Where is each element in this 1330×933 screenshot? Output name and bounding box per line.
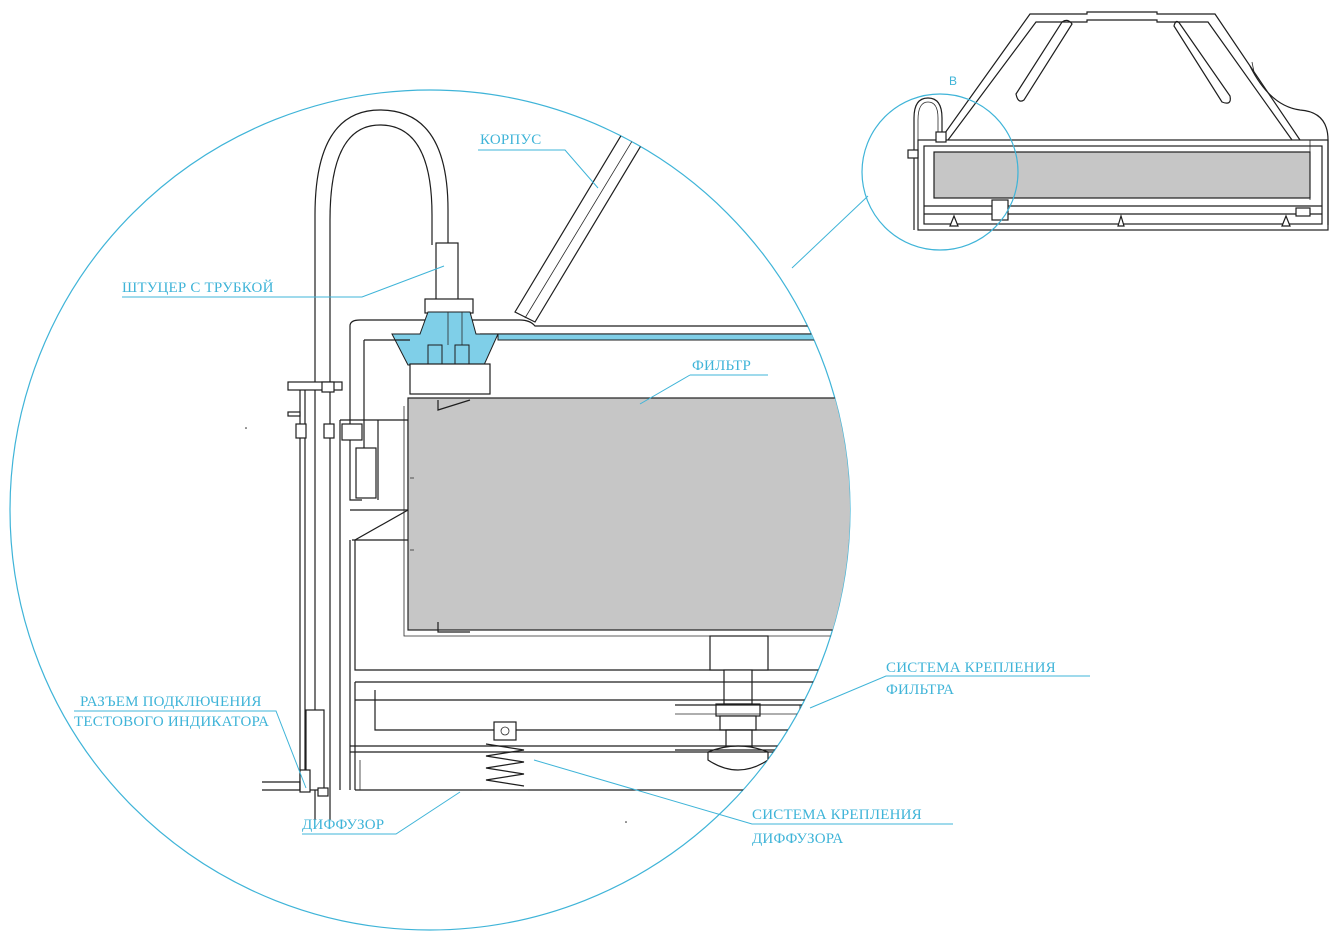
leader-filtr bbox=[639, 374, 768, 405]
label-korpus: КОРПУС bbox=[480, 132, 541, 148]
overview-assembly bbox=[907, 11, 1329, 231]
label-razem-line1: РАЗЪЕМ ПОДКЛЮЧЕНИЯ bbox=[80, 694, 262, 710]
overview-filter bbox=[933, 151, 1311, 199]
label-razem-line2: ТЕСТОВОГО ИНДИКАТОРА bbox=[74, 714, 269, 730]
test-indicator-connector bbox=[262, 709, 329, 797]
magnified-assembly bbox=[262, 109, 850, 820]
leader-razem bbox=[74, 710, 307, 789]
leader-krep-filtra bbox=[809, 675, 1090, 709]
leader-shtucer bbox=[122, 265, 445, 298]
label-shtucer: ШТУЦЕР С ТРУБКОЙ bbox=[122, 279, 274, 296]
fitting-nipple bbox=[435, 242, 459, 302]
detail-marker-circle bbox=[861, 93, 1019, 251]
label-krep-diff-line2: ДИФФУЗОРА bbox=[752, 831, 843, 847]
case-left-wall bbox=[299, 385, 306, 790]
leader-diffuzor bbox=[302, 791, 461, 835]
label-krep-filtra-line2: ФИЛЬТРА bbox=[886, 682, 954, 698]
housing-top-plate bbox=[470, 319, 850, 327]
leader-krep-diff bbox=[533, 759, 953, 825]
label-diffuzor: ДИФФУЗОР bbox=[302, 817, 384, 833]
diffuser-spring bbox=[482, 721, 528, 791]
detail-marker-label: B bbox=[949, 74, 957, 88]
filter-fastening-bolt bbox=[709, 635, 769, 671]
leader-korpus bbox=[478, 149, 599, 189]
filter-block bbox=[407, 397, 850, 631]
label-krep-diff-line1: СИСТЕМА КРЕПЛЕНИЯ bbox=[752, 807, 922, 823]
fitting-tube-arc bbox=[314, 109, 449, 820]
top-seal-strip bbox=[497, 333, 850, 341]
detail-connector-line bbox=[791, 195, 869, 269]
diffuser-plate bbox=[350, 745, 850, 753]
label-filtr: ФИЛЬТР bbox=[692, 358, 751, 374]
label-krep-filtra-line1: СИСТЕМА КРЕПЛЕНИЯ bbox=[886, 660, 1056, 676]
housing-slanted-wall bbox=[514, 123, 649, 323]
